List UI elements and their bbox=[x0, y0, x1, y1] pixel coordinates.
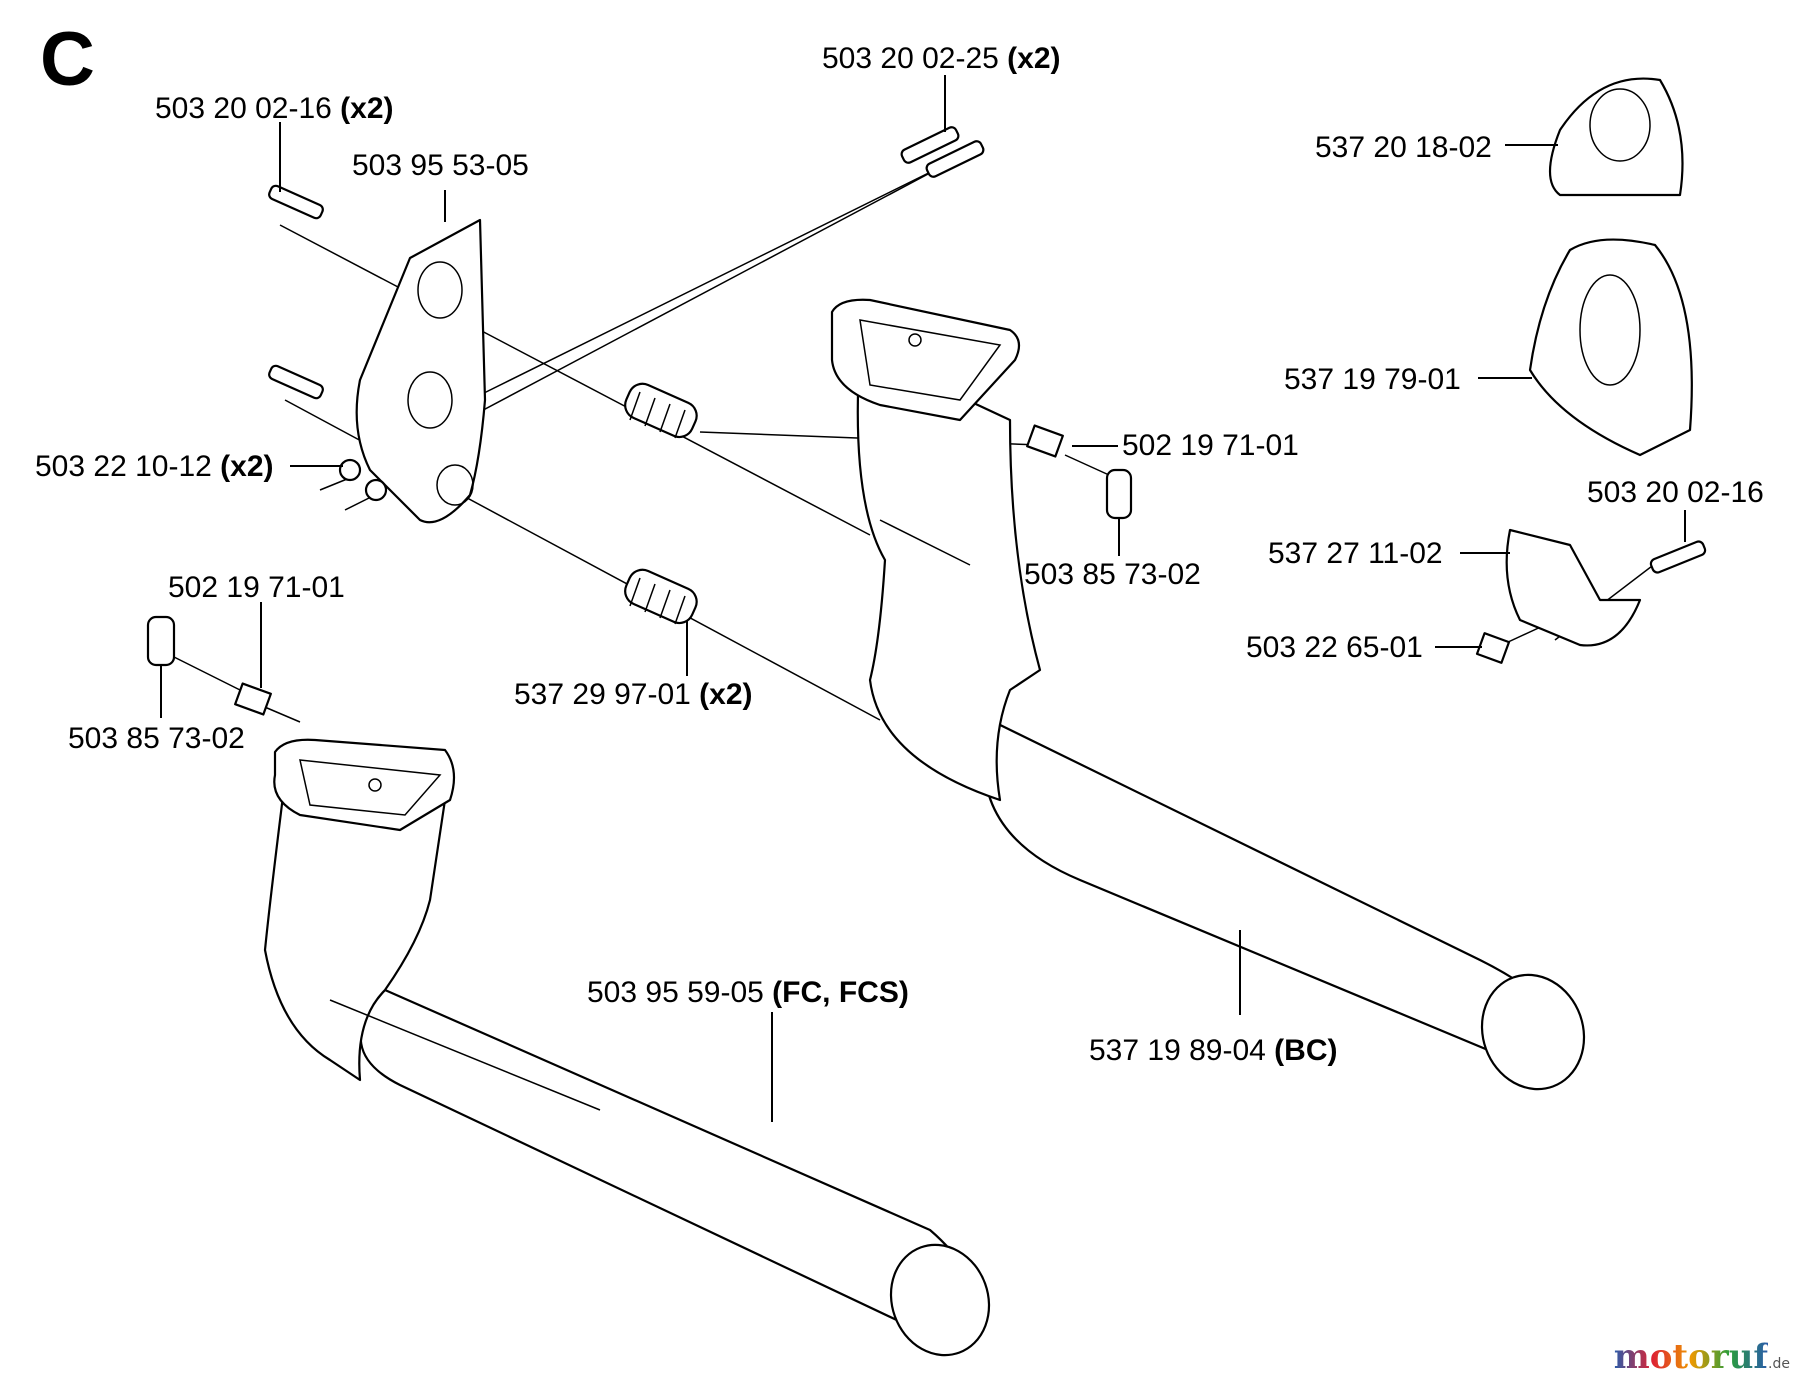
fc-handle-shape bbox=[263, 738, 991, 1357]
clip-middle-shape bbox=[1528, 238, 1693, 457]
clip-lower-shape bbox=[1505, 528, 1642, 647]
part-label-502-19-71-01-upper: 502 19 71-01 bbox=[1122, 429, 1299, 462]
watermark-logo: motoruf.de bbox=[1614, 1340, 1790, 1374]
bc-handle-shape bbox=[830, 298, 1586, 1091]
part-label-503-20-02-25: 503 20 02-25 (x2) bbox=[822, 42, 1061, 75]
bracket-shape bbox=[355, 218, 487, 524]
watermark-text: motoruf bbox=[1613, 1337, 1769, 1377]
part-label-503-20-02-16-single: 503 20 02-16 bbox=[1587, 476, 1764, 509]
part-label-503-22-65-01: 503 22 65-01 bbox=[1246, 631, 1423, 664]
part-label-503-20-02-16-pair: 503 20 02-16 (x2) bbox=[155, 92, 394, 125]
part-label-502-19-71-01-lower: 502 19 71-01 bbox=[168, 571, 345, 604]
part-label-537-20-18-02: 537 20 18-02 bbox=[1315, 131, 1492, 164]
watermark-suffix: .de bbox=[1768, 1356, 1790, 1372]
part-label-503-95-59-05: 503 95 59-05 (FC, FCS) bbox=[587, 976, 909, 1009]
part-label-503-85-73-02-upper: 503 85 73-02 bbox=[1024, 558, 1201, 591]
part-label-503-85-73-02-lower: 503 85 73-02 bbox=[68, 722, 245, 755]
section-letter: C bbox=[40, 17, 95, 102]
part-label-503-95-53-05: 503 95 53-05 bbox=[352, 149, 529, 182]
damper-lower-shape bbox=[624, 568, 698, 625]
part-label-537-19-79-01: 537 19 79-01 bbox=[1284, 363, 1461, 396]
part-label-537-29-97-01: 537 29 97-01 (x2) bbox=[514, 678, 753, 711]
part-label-537-27-11-02: 537 27 11-02 bbox=[1268, 537, 1443, 570]
part-label-537-19-89-04: 537 19 89-04 (BC) bbox=[1089, 1034, 1338, 1067]
damper-upper-shape bbox=[624, 382, 698, 439]
part-label-503-22-10-12: 503 22 10-12 (x2) bbox=[35, 450, 274, 483]
clip-upper-shape bbox=[1549, 77, 1684, 197]
